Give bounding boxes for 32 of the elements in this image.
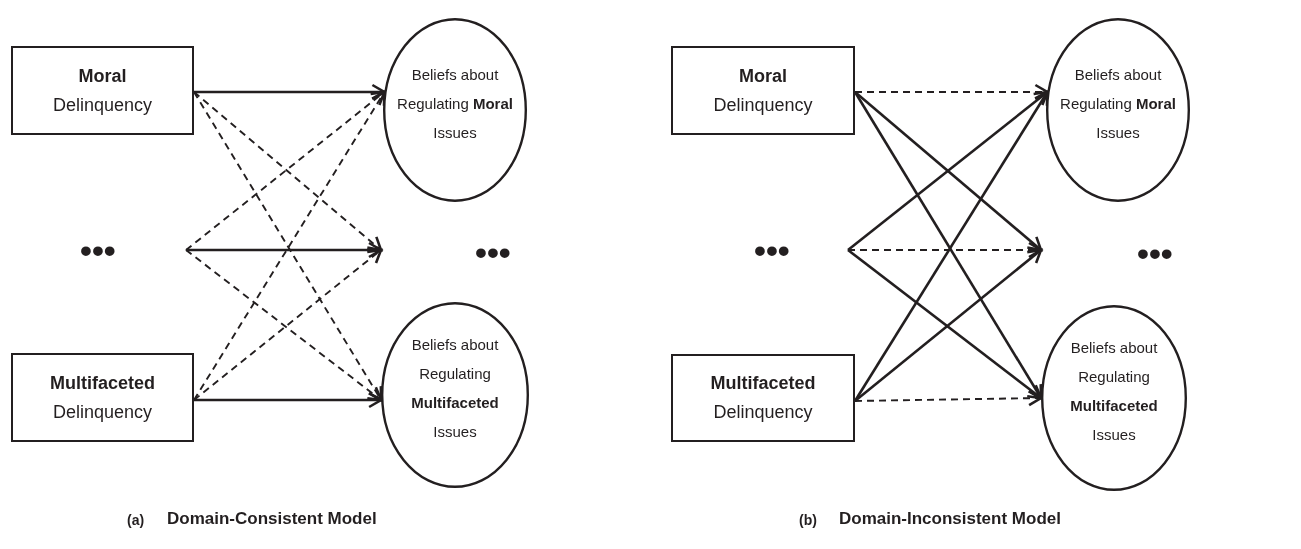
variable-box — [11, 353, 194, 442]
box-heading: Moral — [78, 64, 127, 88]
box-label: Delinquency — [713, 401, 813, 424]
panel-letter: (a) — [127, 512, 145, 528]
oval-label: Beliefs about Regulating Moral Issues — [1059, 64, 1177, 143]
ellipsis-text: ••• — [475, 240, 511, 264]
box-label: Delinquency — [52, 93, 153, 117]
oval-label: Beliefs about Regulating Multifaceted Issues — [1069, 338, 1159, 445]
ellipsis-text: ••• — [80, 238, 186, 262]
variable-box — [11, 46, 194, 135]
panel-letter: (b) — [799, 512, 817, 528]
panel-caption: Domain-Inconsistent Model — [839, 509, 1061, 529]
panel-caption: Domain-Consistent Model — [167, 509, 377, 529]
arrow — [186, 241, 383, 259]
oval-label: Beliefs about Regulating Multifaceted Issues — [410, 335, 500, 442]
ellipsis-text: ••• — [754, 238, 848, 262]
box-heading: Multifaceted — [710, 372, 816, 395]
outcome-oval — [383, 18, 527, 202]
ellipsis-text: ••• — [1137, 241, 1173, 265]
box-heading: Multifaceted — [50, 371, 155, 395]
arrow — [194, 391, 383, 409]
outcome-oval — [1046, 18, 1190, 202]
oval-label: Beliefs about Regulating Moral Issues — [396, 64, 514, 143]
box-heading: Moral — [739, 64, 787, 88]
arrow — [854, 389, 1043, 407]
variable-box — [671, 46, 855, 135]
arrow — [847, 241, 1043, 259]
variable-box — [671, 354, 855, 442]
box-label: Delinquency — [713, 93, 813, 117]
box-label: Delinquency — [52, 400, 153, 424]
outcome-oval — [1041, 305, 1187, 491]
outcome-oval — [381, 302, 529, 488]
